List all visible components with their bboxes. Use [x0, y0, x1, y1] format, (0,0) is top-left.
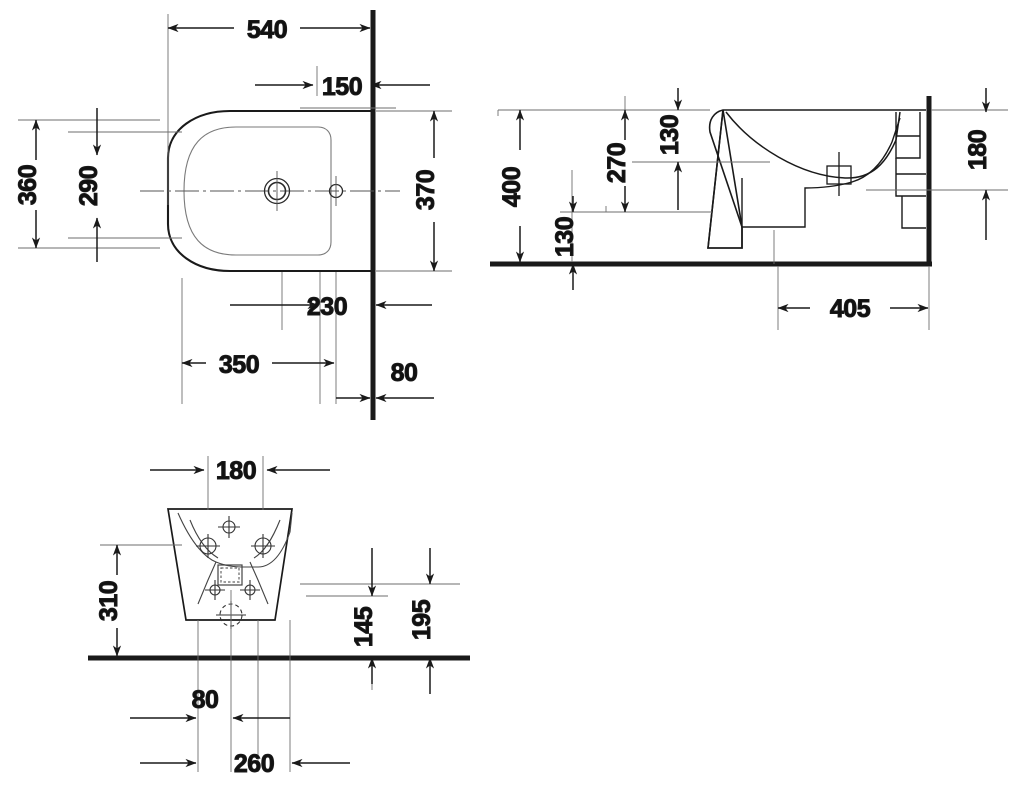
dim-150-label: 150: [322, 73, 362, 101]
dim-195-label: 195: [408, 599, 436, 640]
front-dimension-arrows: [112, 465, 435, 768]
dim-405-label: 405: [830, 295, 871, 323]
side-wall-bracket: [895, 112, 926, 229]
plan-dimension-arrows: [31, 23, 439, 403]
side-bidet-front-taper: [707, 109, 743, 249]
dim-370-label: 370: [412, 170, 440, 210]
dim-180-top-label: 180: [216, 457, 256, 485]
dim-260-label: 260: [234, 750, 274, 778]
plan-extension-lines: [18, 14, 452, 404]
dim-180-label: 180: [964, 130, 992, 170]
plan-bowl-inner-rim: [183, 126, 332, 256]
dim-290-label: 290: [75, 166, 103, 206]
dim-130-left-label: 130: [551, 217, 579, 257]
front-fixing-markers: [196, 516, 275, 629]
side-bowl-lower-contour: [741, 117, 901, 228]
dim-80-bottom-label: 80: [192, 686, 219, 714]
dim-130-right-label: 130: [656, 115, 684, 155]
plan-view: 540 150 360 290 370 230 350 80: [14, 10, 452, 420]
side-bowl-interior: [725, 111, 901, 179]
side-outlet-trap: [826, 152, 852, 196]
side-view: 400 270 130 130 180 405: [490, 88, 1008, 330]
front-view: 180 310 145 195 80 260: [88, 456, 470, 779]
front-outlet-box: [217, 564, 243, 586]
dim-145-label: 145: [350, 606, 378, 647]
dim-310-label: 310: [95, 581, 123, 621]
dim-360-label: 360: [14, 165, 42, 205]
dim-80-label: 80: [391, 359, 418, 387]
dim-540-label: 540: [247, 16, 287, 44]
side-dimension-arrows: [515, 88, 991, 313]
dim-350-label: 350: [219, 351, 259, 379]
front-bowl-inner: [177, 512, 293, 605]
front-bidet-outline: [167, 508, 293, 621]
dim-270-label: 270: [603, 143, 631, 183]
dim-400-label: 400: [498, 167, 526, 207]
dim-230-label: 230: [307, 293, 347, 321]
